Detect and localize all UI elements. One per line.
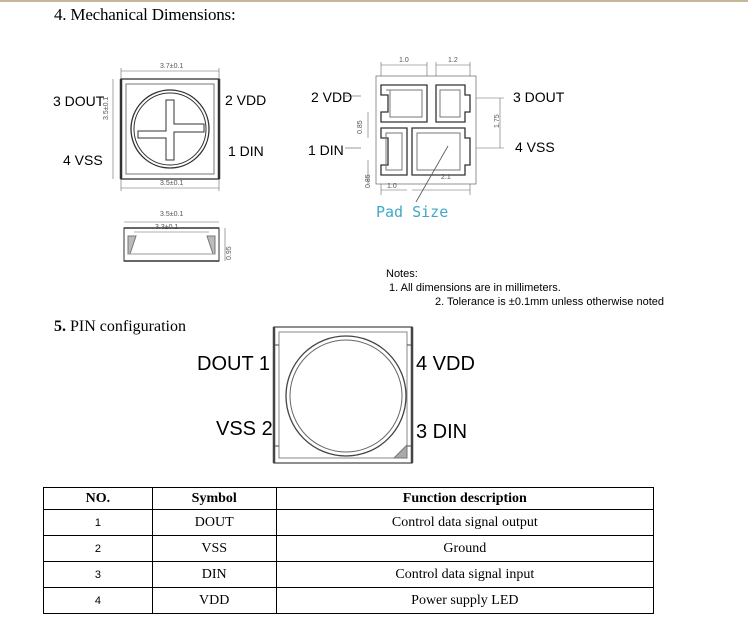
pad-dim-right: 1.75 bbox=[494, 114, 501, 128]
row-desc: Ground bbox=[275, 535, 655, 562]
top-view-bottom-dim: 3.5±0.1 bbox=[160, 180, 184, 187]
row-desc: Power supply LED bbox=[275, 587, 655, 614]
side-view-height-dim: 0.95 bbox=[226, 246, 233, 260]
top-view-width-dim: 3.7±0.1 bbox=[160, 63, 184, 70]
table-row: 4 VDD Power supply LED bbox=[43, 587, 655, 614]
table-header-row: NO. Symbol Function description bbox=[43, 487, 655, 510]
pad-dim-top-left: 1.0 bbox=[399, 57, 409, 64]
pad-dim-bottom-right: 2.1 bbox=[441, 174, 451, 181]
row-no: 2 bbox=[43, 535, 153, 562]
pad-dim-left-upper: 0.85 bbox=[357, 120, 364, 134]
header-function: Function description bbox=[275, 487, 655, 510]
row-desc: Control data signal input bbox=[275, 561, 655, 588]
pin-description-table: NO. Symbol Function description 1 DOUT C… bbox=[43, 487, 655, 614]
table-row: 1 DOUT Control data signal output bbox=[43, 509, 655, 536]
pad-view-pin1-label: 1 DIN bbox=[308, 142, 344, 158]
side-view-inner-dim: 3.3±0.1 bbox=[155, 224, 179, 231]
pad-size-label: Pad Size bbox=[376, 203, 449, 221]
row-symbol: DOUT bbox=[151, 509, 277, 536]
pad-dim-bottom-left: 1.0 bbox=[387, 183, 397, 190]
top-view-drawing bbox=[112, 68, 221, 191]
top-view-pin2-label: 2 VDD bbox=[225, 92, 267, 108]
note-2: 2. Tolerance is ±0.1mm unless otherwise … bbox=[435, 296, 665, 308]
row-symbol: VSS bbox=[151, 535, 277, 562]
row-no: 1 bbox=[43, 509, 153, 536]
pad-view-pin4-label: 4 VSS bbox=[515, 139, 555, 155]
section-5-text: PIN configuration bbox=[66, 318, 186, 335]
pin-config-drawing bbox=[272, 326, 414, 464]
pin-config-vss-label: VSS 2 bbox=[216, 418, 273, 440]
pad-view-pin3-label: 3 DOUT bbox=[513, 89, 565, 105]
header-symbol: Symbol bbox=[151, 487, 277, 510]
section-5-number: 5. bbox=[54, 318, 66, 335]
top-view-pin3-label: 3 DOUT bbox=[53, 93, 105, 109]
pin-config-din-label: 3 DIN bbox=[416, 421, 468, 443]
section-5-title: 5. PIN configuration bbox=[54, 318, 186, 336]
pad-dim-top-right: 1.2 bbox=[448, 57, 458, 64]
row-desc: Control data signal output bbox=[275, 509, 655, 536]
table-row: 2 VSS Ground bbox=[43, 535, 655, 562]
pad-layout-drawing bbox=[345, 62, 504, 203]
side-view-outer-dim: 3.5±0.1 bbox=[160, 211, 184, 218]
row-no: 4 bbox=[43, 587, 153, 614]
header-no: NO. bbox=[43, 487, 153, 510]
pin-config-vdd-label: 4 VDD bbox=[416, 353, 475, 375]
top-view-pin1-label: 1 DIN bbox=[228, 143, 264, 159]
pad-view-pin2-label: 2 VDD bbox=[311, 89, 353, 105]
pin-config-dout-label: DOUT 1 bbox=[197, 353, 270, 375]
row-symbol: VDD bbox=[151, 587, 277, 614]
note-1: 1. All dimensions are in millimeters. bbox=[389, 282, 561, 294]
top-view-pin4-label: 4 VSS bbox=[63, 152, 103, 168]
notes-heading: Notes: bbox=[386, 268, 418, 280]
table-row: 3 DIN Control data signal input bbox=[43, 561, 655, 588]
row-symbol: DIN bbox=[151, 561, 277, 588]
pad-dim-left-lower: 0.85 bbox=[365, 174, 372, 188]
section-4-title: 4. Mechanical Dimensions: bbox=[54, 5, 236, 24]
top-rule bbox=[0, 0, 748, 2]
side-view-drawing bbox=[123, 221, 226, 262]
row-no: 3 bbox=[43, 561, 153, 588]
